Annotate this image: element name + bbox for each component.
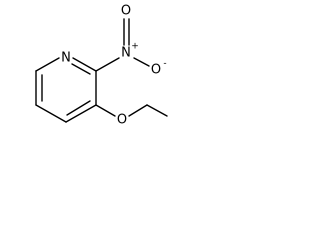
bond-ether-o-ch2 [128, 104, 148, 117]
bond-c3-ether-o [95, 104, 116, 117]
double-bond-inner-c2-n1 [71, 63, 91, 75]
bond-c5-c4 [35, 104, 67, 123]
bond-c2-n1 [72, 57, 97, 72]
bond-ch2-ch3 [146, 104, 168, 117]
bond-c4-c3 [65, 104, 97, 123]
double-bond-inner-c4-c3 [66, 100, 91, 116]
ether-oxygen-label: O [117, 113, 127, 128]
nitro-oxygen-double-label: O [121, 4, 131, 19]
nitro-nitrogen-label: N [121, 46, 131, 61]
bond-c2-nitro-n [95, 57, 120, 72]
bond-nitro-n-o-single [133, 57, 150, 67]
molecule-structure: N N + O O - O [35, 4, 168, 128]
nitro-minus-charge: - [163, 59, 166, 69]
nitro-oxygen-single-label: O [151, 63, 161, 78]
bond-n1-c6 [35, 57, 60, 72]
ring-nitrogen-label: N [61, 51, 71, 66]
nitro-plus-charge: + [131, 42, 139, 52]
